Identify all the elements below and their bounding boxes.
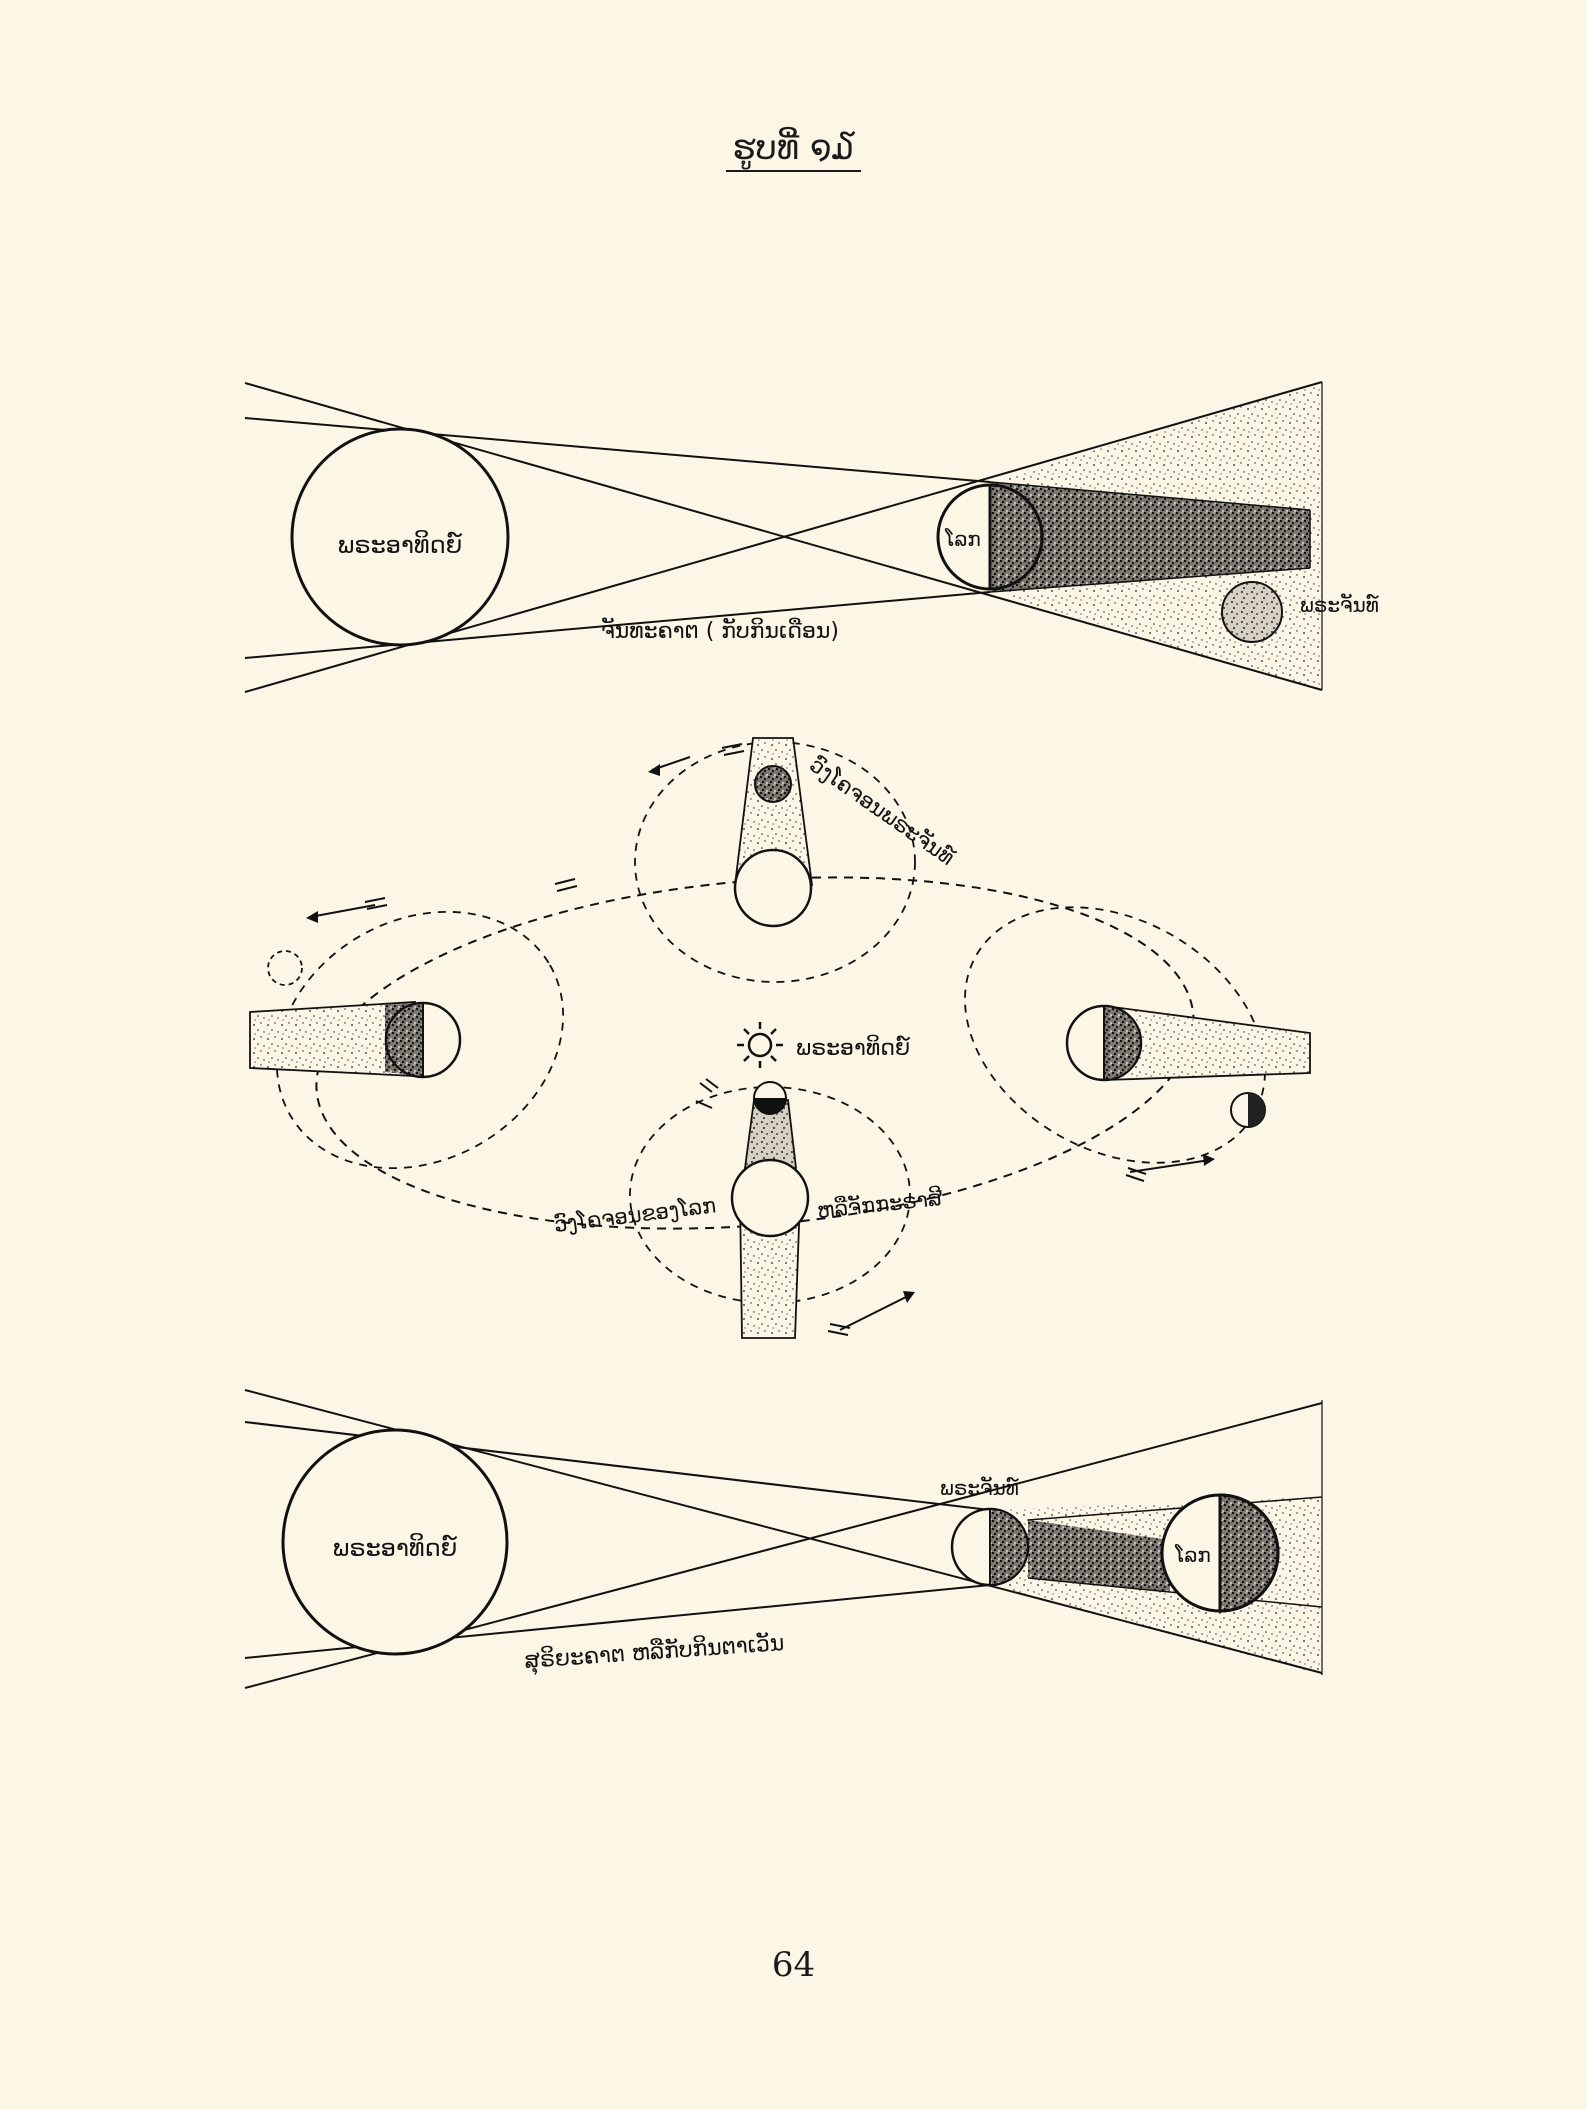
earth-orbit-label: ວົງໂຄຈອນຂອງໂລກ	[553, 1193, 718, 1237]
moon-orbit-label: ວົງໂຄຈອນພຣະຈັນທ໌	[805, 751, 960, 870]
solar-earth-label: ໂລກ	[1174, 1543, 1211, 1567]
moon-top	[755, 766, 791, 802]
lunar-eclipse-caption: ຈັນທະຄາຕ ( ກັບກິນເດືອນ)	[601, 618, 839, 644]
moon-left	[268, 951, 302, 985]
orbit-diagram: ວົງໂຄຈອນພຣະຈັນທ໌	[230, 738, 1311, 1338]
moon-label: ພຣະຈັນທ໌	[1300, 593, 1380, 617]
earth-label: ໂລກ	[944, 527, 981, 551]
earth-bottom	[732, 1160, 808, 1236]
lunar-eclipse-diagram: ພຣະອາທິດຍ໌ ໂລກ ພຣະຈັນທ໌ ຈັນທະຄາຕ ( ກັບກິ…	[245, 382, 1380, 692]
sun-icon	[737, 1022, 783, 1068]
solar-eclipse-caption: ສຸຣິຍະຄາຕ ຫລືກັບກິນຕາເວັນ	[524, 1630, 786, 1676]
solar-sun-label: ພຣະອາທິດຍ໌	[333, 1533, 458, 1562]
moon-disc	[1222, 582, 1282, 642]
solar-eclipse-diagram: ພຣະອາທິດຍ໌ ພຣະຈັນທ໌ ໂລກ ສຸຣິຍະຄາຕ ຫລືກັບ…	[245, 1390, 1322, 1688]
sun-label: ພຣະອາທິດຍ໌	[338, 530, 463, 559]
sun-center-label: ພຣະອາທິດຍ໌	[796, 1035, 911, 1061]
ecliptic-label: ຫລືຈັກກະຣາສີ	[816, 1184, 944, 1223]
earth-top	[735, 850, 811, 926]
page-number: 64	[0, 1945, 1587, 1985]
solar-moon-label: ພຣະຈັນທ໌	[940, 1476, 1020, 1500]
